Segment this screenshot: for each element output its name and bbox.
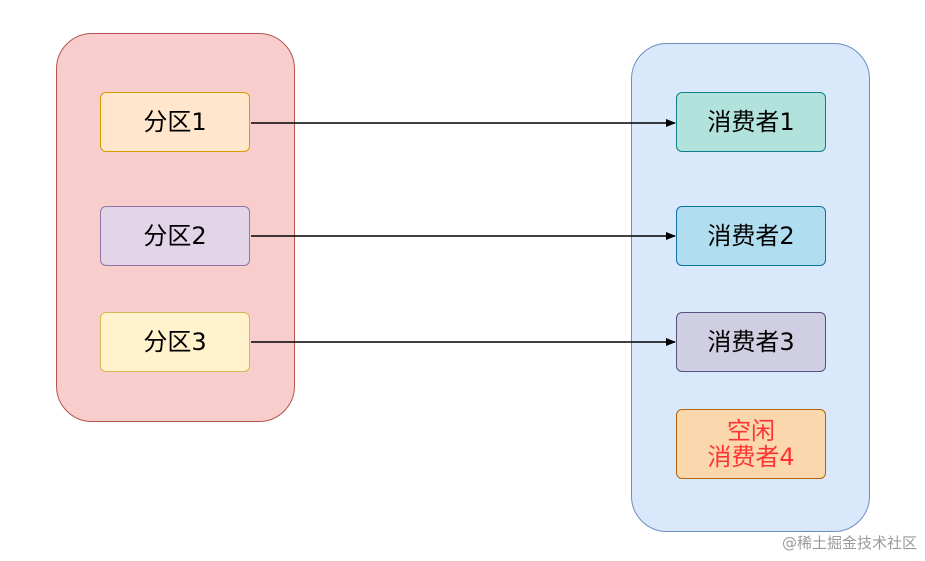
- partition-node-1-label: 分区1: [143, 107, 207, 136]
- consumer-node-2-label: 消费者2: [707, 221, 795, 250]
- partition-node-3: 分区3: [100, 312, 250, 372]
- partition-node-2: 分区2: [100, 206, 250, 266]
- consumer-node-4-name-label: 消费者4: [707, 443, 795, 471]
- watermark: @稀土掘金技术社区: [781, 534, 917, 552]
- partition-node-2-label: 分区2: [143, 221, 207, 250]
- partition-node-1: 分区1: [100, 92, 250, 152]
- consumer-node-2: 消费者2: [676, 206, 826, 266]
- consumer-node-3: 消费者3: [676, 312, 826, 372]
- partition-node-3-label: 分区3: [143, 327, 207, 356]
- consumer-node-1-label: 消费者1: [707, 107, 795, 136]
- consumer-node-4-idle: 空闲 消费者4: [676, 409, 826, 479]
- consumer-node-1: 消费者1: [676, 92, 826, 152]
- consumer-node-3-label: 消费者3: [707, 327, 795, 356]
- consumer-node-4-status-label: 空闲: [727, 416, 775, 445]
